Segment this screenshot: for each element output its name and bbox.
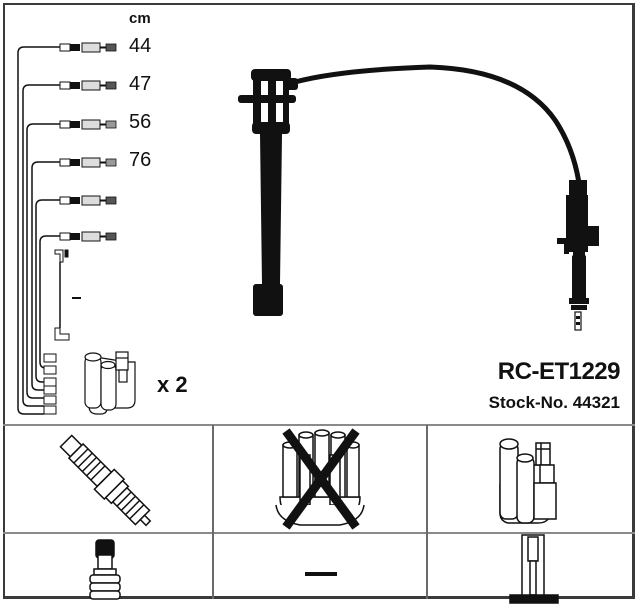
grid-divider-middle bbox=[3, 532, 635, 534]
length-label-3: 56 bbox=[129, 111, 152, 133]
distributor-cap-icon bbox=[275, 429, 365, 526]
length-label-2: 47 bbox=[129, 73, 152, 95]
coil-quantity: x 2 bbox=[157, 372, 188, 397]
connector-icons bbox=[59, 42, 117, 242]
coil-connector-terminal-icon bbox=[509, 534, 559, 604]
ignition-coil-icon bbox=[499, 438, 557, 524]
grid-divider-top bbox=[3, 424, 635, 426]
spark-plug-connector-icon bbox=[89, 539, 121, 600]
grid-divider-col1 bbox=[212, 425, 214, 599]
crossed-out-icon bbox=[282, 428, 360, 530]
accessory-grid-icons bbox=[59, 428, 559, 604]
stock-number: Stock-No. 44321 bbox=[488, 393, 620, 412]
diagram-frame bbox=[3, 3, 635, 599]
ignition-coil-icon-small bbox=[84, 351, 136, 415]
grid-divider-col2 bbox=[426, 425, 428, 599]
unit-label: cm bbox=[129, 10, 151, 27]
length-label-1: 44 bbox=[129, 35, 152, 57]
length-label-4: 76 bbox=[129, 149, 152, 171]
model-number: RC-ET1229 bbox=[497, 358, 621, 385]
wire-set-schematic bbox=[17, 42, 136, 415]
spark-plug-icon bbox=[59, 434, 152, 527]
no-item-dash bbox=[305, 572, 337, 576]
